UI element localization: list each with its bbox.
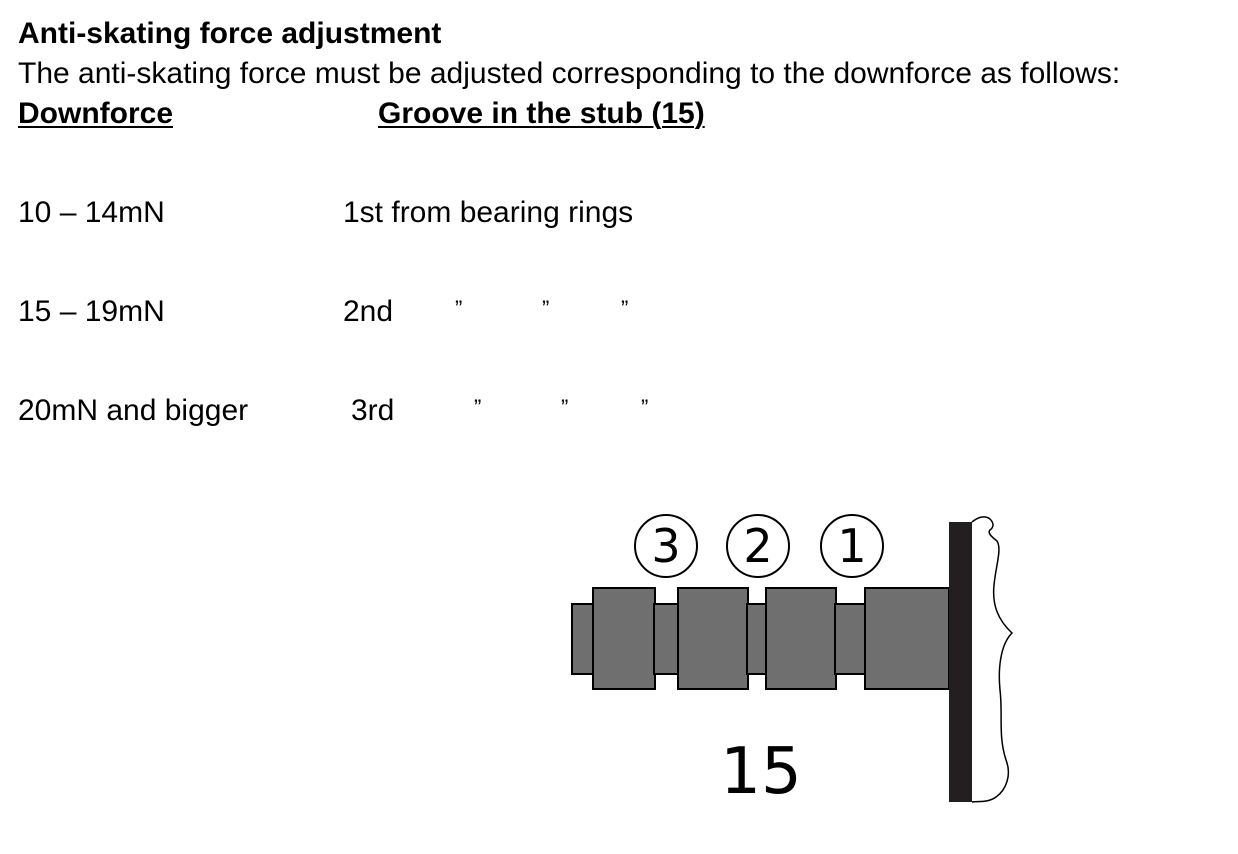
ditto-mark: ” bbox=[641, 395, 649, 420]
stub-collar bbox=[592, 587, 656, 690]
groove-1 bbox=[834, 603, 867, 675]
intro-text: The anti-skating force must be adjusted … bbox=[18, 57, 1121, 90]
stub-collar bbox=[864, 587, 950, 690]
stub-groove-diagram: 3 2 1 15 bbox=[571, 514, 1014, 809]
column-header-groove: Groove in the stub (15) bbox=[378, 97, 705, 130]
groove-number-2: 2 bbox=[743, 519, 772, 573]
groove-3 bbox=[653, 603, 680, 675]
groove-number-3: 3 bbox=[651, 519, 680, 573]
part-number-label: 15 bbox=[720, 735, 801, 809]
groove-cell-row-2: 2nd bbox=[343, 295, 394, 328]
column-header-downforce: Downforce bbox=[18, 97, 174, 130]
downforce-cell-row-2: 15 – 19mN bbox=[18, 295, 165, 328]
stub-15 bbox=[571, 587, 950, 690]
ditto-mark: ” bbox=[621, 296, 629, 321]
stub-collar bbox=[677, 587, 749, 690]
stub-collar bbox=[765, 587, 837, 690]
section-title: Anti-skating force adjustment bbox=[18, 17, 442, 50]
break-line bbox=[971, 516, 1014, 803]
groove-2 bbox=[746, 603, 768, 675]
groove-marker-1: 1 bbox=[820, 514, 884, 578]
groove-cell-row-3: 3rd bbox=[351, 394, 395, 427]
groove-marker-3: 3 bbox=[634, 514, 698, 578]
downforce-cell-row-3: 20mN and bigger bbox=[18, 394, 249, 427]
downforce-cell-row-1: 10 – 14mN bbox=[18, 196, 165, 229]
ditto-mark: ” bbox=[561, 395, 569, 420]
ditto-mark: ” bbox=[474, 395, 482, 420]
mounting-plate bbox=[949, 522, 972, 802]
ditto-mark: ” bbox=[542, 296, 550, 321]
groove-marker-2: 2 bbox=[726, 514, 790, 578]
ditto-mark: ” bbox=[455, 296, 463, 321]
groove-cell-row-1: 1st from bearing rings bbox=[343, 196, 634, 229]
stub-end bbox=[571, 603, 595, 675]
groove-number-1: 1 bbox=[837, 519, 866, 573]
